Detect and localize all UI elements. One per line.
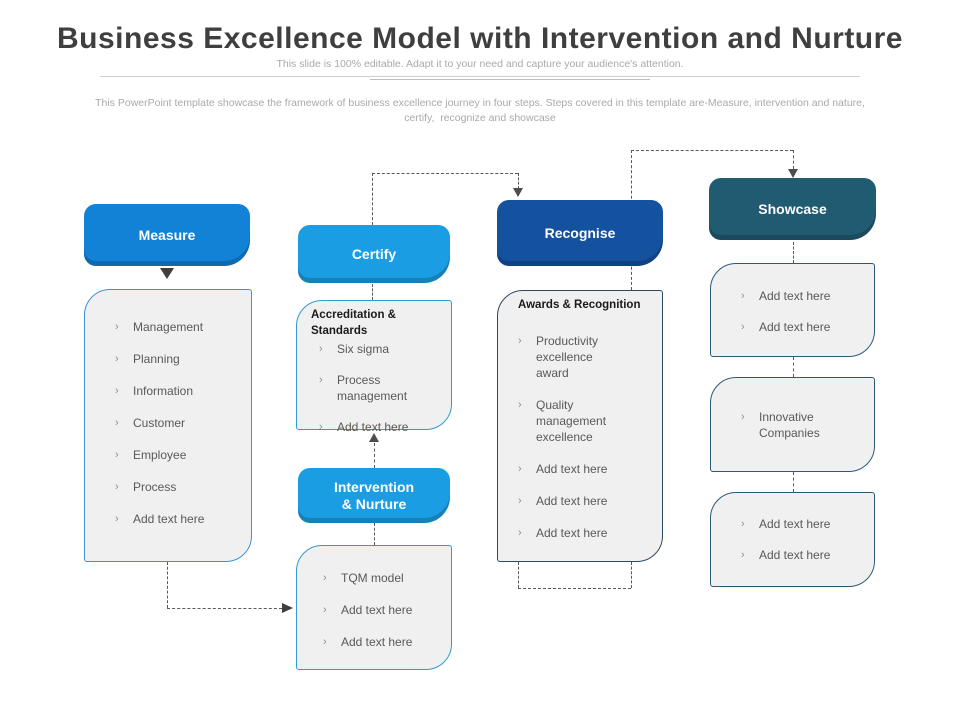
list-item: ›Innovative Companies [741, 410, 820, 440]
chevron-bullet-icon: › [319, 374, 323, 386]
list-item: ›Add text here [741, 548, 831, 562]
connector-certify-header-to-box [372, 284, 373, 300]
connector-intervention-header-to-box [374, 523, 375, 545]
connector-certify-to-recognise-horizontal [372, 173, 518, 174]
list-item: ›Add text here [323, 635, 413, 649]
showcase-box-3: ›Add text here ›Add text here [710, 492, 875, 587]
list-item: ›Add text here [518, 462, 608, 476]
certify-header: Certify [298, 225, 450, 283]
box-title: Accreditation & Standards [311, 309, 396, 337]
list-item: ›Add text here [518, 526, 608, 540]
chevron-bullet-icon: › [518, 399, 522, 411]
chevron-bullet-icon: › [323, 572, 327, 584]
list-item: ›Add text here [319, 420, 409, 434]
chevron-bullet-icon: › [115, 417, 119, 429]
showcase-header: Showcase [709, 178, 876, 240]
chevron-bullet-icon: › [323, 636, 327, 648]
list-item: ›Add text here [741, 517, 831, 531]
chevron-bullet-icon: › [323, 604, 327, 616]
list-item: ›Add text here [115, 512, 205, 526]
connector-showcase-box1-to-box2 [793, 357, 794, 377]
connector-measure-to-tqm-horizontal [167, 608, 282, 609]
list-item: ›Planning [115, 352, 180, 366]
arrow-down-icon [513, 188, 523, 197]
chevron-bullet-icon: › [741, 518, 745, 530]
chevron-bullet-icon: › [741, 411, 745, 423]
box-title: Awards & Recognition [518, 299, 641, 311]
connector-measure-to-tqm-vertical [167, 562, 168, 608]
intervention-nurture-header: Intervention& Nurture [298, 468, 450, 523]
showcase-box-1: ›Add text here ›Add text here [710, 263, 875, 357]
list-item: ›Add text here [323, 603, 413, 617]
chevron-bullet-icon: › [319, 343, 323, 355]
tqm-list-box: ›TQM model ›Add text here ›Add text here [296, 545, 452, 670]
list-item: ›Customer [115, 416, 186, 430]
chevron-bullet-icon: › [115, 321, 119, 333]
connector-showcase-header-to-box1 [793, 242, 794, 263]
measure-header: Measure [84, 204, 250, 266]
connector-awards-loop-bottom [518, 588, 631, 589]
chevron-bullet-icon: › [115, 353, 119, 365]
list-item: ›TQM model [323, 571, 404, 585]
subtitle: This slide is 100% editable. Adapt it to… [276, 58, 684, 70]
list-item: ›Add text here [741, 289, 831, 303]
connector-certify-up-vertical [372, 173, 373, 225]
connector-into-recognise-vertical [518, 173, 519, 189]
connector-awards-loop-left [518, 562, 519, 588]
accreditation-standards-box: Accreditation & Standards ›Six sigma ›Pr… [296, 300, 452, 434]
list-item: ›Information [115, 384, 194, 398]
connector-intervention-to-certify-box [374, 443, 375, 468]
list-item: ›Productivity excellence award [518, 334, 599, 380]
description: This PowerPoint template showcase the fr… [30, 96, 930, 126]
measure-list-box: ›Management ›Planning ›Information ›Cust… [84, 289, 252, 562]
connector-showcase-box2-to-box3 [793, 472, 794, 492]
showcase-box-2: ›Innovative Companies [710, 377, 875, 472]
list-item: ›Quality management excellence [518, 398, 607, 444]
arrow-down-icon [788, 169, 798, 178]
divider-line-segment [370, 79, 650, 80]
chevron-bullet-icon: › [741, 549, 745, 561]
list-item: ›Add text here [741, 320, 831, 334]
list-item: ›Process [115, 480, 177, 494]
list-item: ›Management [115, 320, 204, 334]
divider-line [100, 76, 860, 77]
chevron-bullet-icon: › [319, 421, 323, 433]
chevron-bullet-icon: › [115, 481, 119, 493]
chevron-bullet-icon: › [518, 335, 522, 347]
list-item: ›Process management [319, 373, 408, 403]
page-title: Business Excellence Model with Intervent… [56, 22, 903, 55]
chevron-bullet-icon: › [518, 463, 522, 475]
chevron-bullet-icon: › [518, 527, 522, 539]
awards-recognition-box: Awards & Recognition ›Productivity excel… [497, 290, 663, 562]
list-item: ›Add text here [518, 494, 608, 508]
arrow-down-icon [160, 268, 174, 279]
description-line-2: certify, recognize and showcase [404, 112, 556, 124]
connector-recognise-to-showcase-horizontal [631, 150, 793, 151]
list-item: ›Employee [115, 448, 187, 462]
chevron-bullet-icon: › [115, 385, 119, 397]
list-item: ›Six sigma [319, 342, 390, 356]
connector-into-showcase-vertical [793, 150, 794, 169]
chevron-bullet-icon: › [741, 321, 745, 333]
arrow-right-icon [282, 603, 293, 613]
connector-awards-loop-right [631, 562, 632, 588]
description-line-1: This PowerPoint template showcase the fr… [95, 97, 865, 109]
chevron-bullet-icon: › [115, 449, 119, 461]
chevron-bullet-icon: › [518, 495, 522, 507]
arrow-up-icon [369, 433, 379, 442]
chevron-bullet-icon: › [741, 290, 745, 302]
chevron-bullet-icon: › [115, 513, 119, 525]
recognise-header: Recognise [497, 200, 663, 266]
